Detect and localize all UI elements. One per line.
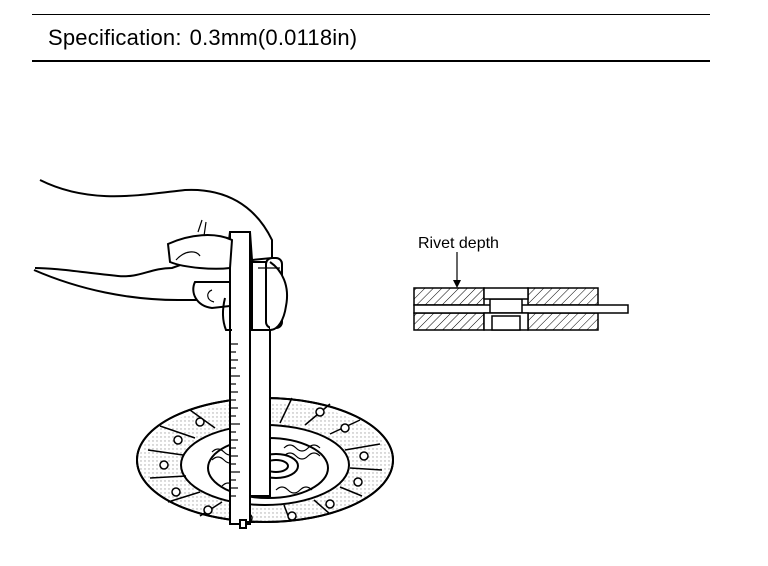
specification-text: Specification: 0.3mm(0.0118in) <box>48 25 357 51</box>
spec-header: Specification: 0.3mm(0.0118in) <box>32 14 710 62</box>
header-top-rule <box>32 14 710 15</box>
spec-value: 0.3mm(0.0118in) <box>189 25 358 50</box>
rivet-depth-label: Rivet depth <box>418 235 499 252</box>
vernier-caliper-icon <box>229 231 283 529</box>
hand-icon <box>33 179 288 331</box>
header-bottom-rule <box>32 60 710 62</box>
arrow-down-icon <box>453 280 461 288</box>
spec-label: Specification: <box>48 25 182 50</box>
rivet-cross-section: Rivet depth <box>413 235 629 331</box>
